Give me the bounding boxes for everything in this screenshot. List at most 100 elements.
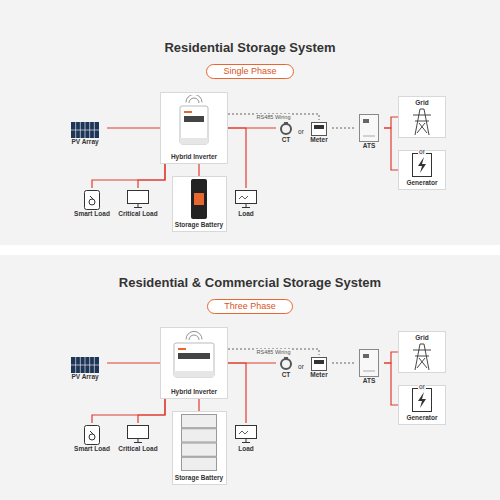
power-line [198,399,199,411]
power-line [138,164,165,188]
inv-node: Hybrid Inverter [160,327,228,399]
node-label: Meter [310,136,327,144]
system-panel: Residential & Commercial Storage SystemT… [0,255,500,500]
power-line [228,363,246,423]
node-label: Grid [415,99,428,107]
rs485-wire [332,363,354,364]
inv-icon [174,95,214,145]
power-line [198,164,199,176]
critical-node: Critical Load [115,188,161,220]
or-label: or [418,148,426,155]
grid-icon [410,107,434,135]
gen-node: Generator [398,385,446,425]
power-line [107,127,160,128]
pv-node: PV Array [63,355,107,383]
ct-icon [279,122,293,136]
battery-node: Storage Battery [172,411,227,485]
node-label: Smart Load [74,210,110,218]
ats-node: ATS [354,112,384,152]
node-label: CT [282,371,291,379]
wiring-label: RS485 Wiring [256,349,292,355]
node-label: PV Array [71,373,98,381]
panel-ground [0,0,500,245]
power-line [384,117,398,128]
critical-icon [127,190,149,208]
smart-icon [84,425,100,445]
node-label: Hybrid Inverter [171,388,217,396]
pv-icon [71,357,99,373]
phase-pill: Three Phase [207,299,293,314]
pv-node: PV Array [63,120,107,148]
power-line [384,363,398,405]
node-label: Storage Battery [175,221,223,229]
or-label: or [297,128,305,135]
power-line [92,399,165,423]
node-label: Grid [415,334,428,342]
power-line [92,164,165,188]
or-label: or [297,363,305,370]
load-node: Load [226,423,266,455]
node-label: Load [238,445,254,453]
label-holder: or [407,375,437,393]
power-line [384,128,398,170]
battery-node: Storage Battery [172,176,227,232]
node-label: Storage Battery [175,474,223,482]
meter-icon [311,122,327,136]
inv-icon [169,330,219,378]
meter-node: Meter [306,355,332,381]
label-holder: or [407,140,437,158]
ct-icon [279,357,293,371]
panel-title: Residential Storage System [0,40,500,56]
node-label: Generator [406,179,437,187]
power-line [138,399,165,423]
meter-icon [311,357,327,371]
battery-icon [191,179,207,219]
smart-icon [84,190,100,210]
load-icon [235,190,257,208]
power-line [107,362,160,363]
node-label: Smart Load [74,445,110,453]
grid-node: Grid [398,331,446,373]
or-label: or [418,383,426,390]
gen-node: Generator [398,150,446,190]
battery-icon [181,414,217,472]
gen-icon [412,153,432,177]
meter-node: Meter [306,120,332,146]
critical-icon [127,425,149,443]
wiring-label: RS485 Wiring [256,114,292,120]
panel-title: Residential & Commercial Storage System [0,275,500,291]
node-label: Critical Load [118,445,157,453]
label-holder: or [286,355,316,373]
grid-node: Grid [398,96,446,138]
gen-icon [412,388,432,412]
pv-icon [71,122,99,138]
power-line [384,352,398,363]
load-node: Load [226,188,266,220]
rs485-wire [332,128,354,129]
ats-icon [359,114,379,142]
label-holder: or [286,120,316,138]
node-label: PV Array [71,138,98,146]
node-label: Meter [310,371,327,379]
phase-pill: Single Phase [206,64,293,79]
ct-node: CT [276,120,296,146]
grid-icon [410,342,434,370]
rs485-wire [228,349,319,355]
ats-node: ATS [354,347,384,387]
node-label: ATS [363,142,376,150]
node-label: ATS [363,377,376,385]
label-holder: RS485 Wiring [244,105,304,123]
node-label: Generator [406,414,437,422]
node-label: Critical Load [118,210,157,218]
rs485-wire [228,114,319,120]
panel-ground [0,255,500,500]
load-icon [235,425,257,443]
ats-icon [359,349,379,377]
node-label: Hybrid Inverter [171,153,217,161]
power-line [228,128,246,188]
ct-node: CT [276,355,296,381]
node-label: CT [282,136,291,144]
label-holder: RS485 Wiring [244,340,304,358]
node-label: Load [238,210,254,218]
